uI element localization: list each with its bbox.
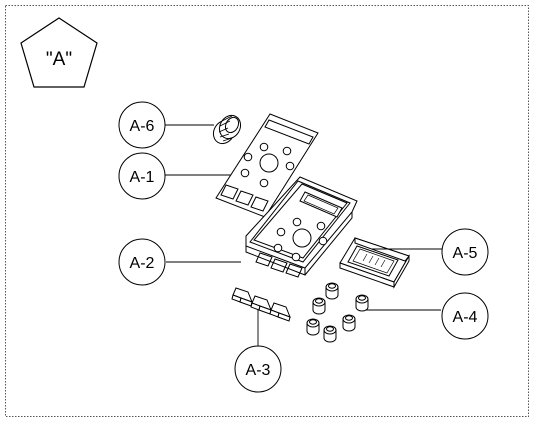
callout-a1-label: A-1 xyxy=(130,169,155,186)
callout-a4-label: A-4 xyxy=(453,309,478,326)
callout-a3: A-3 xyxy=(234,345,282,393)
push-button xyxy=(325,282,339,300)
push-button xyxy=(323,325,337,343)
callout-a2: A-2 xyxy=(118,238,166,286)
leader-lines xyxy=(165,124,442,346)
push-button xyxy=(342,314,356,332)
keypad-overlay-part xyxy=(215,113,319,218)
push-button xyxy=(312,297,326,315)
callout-a1: A-1 xyxy=(118,152,166,200)
callout-a6-label: A-6 xyxy=(130,118,155,135)
push-buttons-part xyxy=(306,282,369,343)
callout-a2-label: A-2 xyxy=(130,255,155,272)
display-module-part xyxy=(339,237,410,289)
push-button xyxy=(355,294,369,312)
view-label: "A" xyxy=(20,17,98,88)
callout-a5: A-5 xyxy=(441,228,489,276)
frame-border xyxy=(5,5,529,417)
callout-a5-label: A-5 xyxy=(453,245,478,262)
push-button xyxy=(306,318,320,336)
keypad-housing-part xyxy=(245,176,358,278)
callout-a6: A-6 xyxy=(118,101,166,149)
keycaps-part xyxy=(231,287,291,322)
callout-a3-label: A-3 xyxy=(246,362,271,379)
view-label-text: "A" xyxy=(46,49,72,70)
callout-a4: A-4 xyxy=(441,292,489,340)
knob-part xyxy=(212,114,242,145)
